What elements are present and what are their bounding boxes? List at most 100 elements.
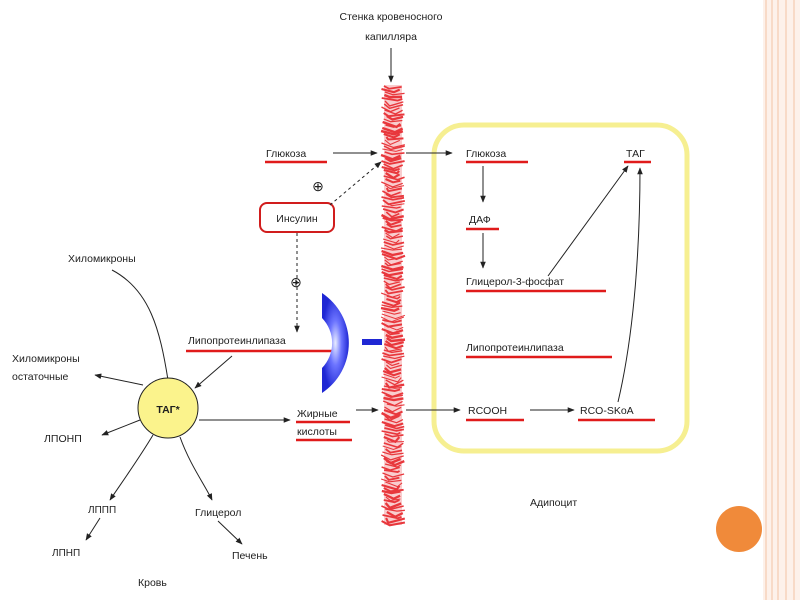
capillary-wall-stroke xyxy=(382,190,401,197)
capillary-wall-stroke xyxy=(381,126,404,134)
dashed-insulin-to-glucose-transport xyxy=(329,161,382,206)
capillary-wall-stroke xyxy=(386,439,404,443)
capillary-wall-stroke xyxy=(380,454,404,461)
capillary-wall-stroke xyxy=(383,280,400,286)
capillary-wall-stroke xyxy=(381,249,404,257)
capillary-wall-stroke xyxy=(386,202,405,207)
capillary-wall-stroke xyxy=(383,442,404,449)
capillary-wall-stroke xyxy=(385,124,402,128)
capillary-wall-stroke xyxy=(384,463,401,468)
capillary-wall-stroke xyxy=(384,228,403,234)
capillary-wall-stroke xyxy=(384,367,402,374)
line-tag-to-glycerol xyxy=(179,436,213,501)
tag-center-circle xyxy=(137,377,199,439)
capillary-wall-stroke xyxy=(380,306,400,313)
capillary-wall-stroke xyxy=(382,514,402,520)
line-tag-to-lppp xyxy=(109,434,154,501)
label-fatty-acids-1: Жирные xyxy=(297,408,338,420)
label-glycerol: Глицерол xyxy=(195,507,241,519)
capillary-wall-stroke xyxy=(383,469,401,473)
capillary-wall-stroke xyxy=(386,459,405,467)
arrow-lpl-to-tag xyxy=(194,355,233,389)
capillary-wall-stroke xyxy=(381,142,406,149)
capillary-wall-stroke xyxy=(383,273,403,281)
label-daf: ДАФ xyxy=(469,214,491,226)
capillary-wall-stroke xyxy=(382,208,404,214)
capillary-wall-stroke xyxy=(384,156,402,163)
capillary-wall-stroke xyxy=(381,160,405,165)
capillary-wall-stroke xyxy=(384,151,405,156)
capillary-wall-stroke xyxy=(383,132,401,139)
capillary-wall-stroke xyxy=(382,238,400,244)
label-tag-center: ТАГ* xyxy=(156,404,180,416)
capillary-wall-stroke xyxy=(385,508,405,512)
capillary-wall-stroke xyxy=(383,385,402,389)
capillary-wall-stroke xyxy=(381,489,401,495)
capillary-wall-stroke xyxy=(383,492,401,501)
line-chylomicrons-to-tag xyxy=(111,269,169,381)
label-glycerol3p: Глицерол-3-фосфат xyxy=(466,276,564,288)
capillary-wall-stroke xyxy=(381,411,402,420)
capillary-wall-stroke xyxy=(382,472,405,478)
capillary-wall-stroke xyxy=(383,175,405,181)
capillary-wall-stroke xyxy=(382,370,402,377)
capillary-wall-stroke xyxy=(384,91,405,96)
capillary-wall-stroke xyxy=(381,304,403,308)
capillary-wall-stroke xyxy=(385,286,405,291)
capillary-wall-stroke xyxy=(382,310,401,315)
label-lpl-left: Липопротеинлипаза xyxy=(188,335,286,347)
capillary-wall-stroke xyxy=(383,487,404,493)
capillary-wall-stroke xyxy=(381,358,402,364)
capillary-wall-stroke xyxy=(385,517,406,525)
label-insulin: Инсулин xyxy=(276,213,318,225)
label-rcooh: RCOOH xyxy=(468,405,507,417)
capillary-wall-stroke xyxy=(385,379,404,386)
capillary-wall-stroke xyxy=(386,403,405,407)
capillary-wall-stroke xyxy=(381,430,401,436)
label-lponp: ЛПОНП xyxy=(44,433,82,445)
capillary-wall-stroke xyxy=(382,451,404,456)
plus-sign-upper: ⊕ xyxy=(312,178,324,194)
capillary-wall-stroke xyxy=(384,184,405,190)
plus-sign-lower: ⊕ xyxy=(290,274,302,290)
capillary-wall xyxy=(380,85,406,527)
capillary-wall-stroke xyxy=(381,301,401,307)
capillary-wall-stroke xyxy=(384,139,400,146)
capillary-wall-stroke xyxy=(384,262,401,267)
capillary-wall-stroke xyxy=(381,87,401,94)
capillary-wall-stroke xyxy=(384,424,405,430)
capillary-wall-stroke xyxy=(386,336,406,343)
capillary-wall-stroke xyxy=(386,115,404,121)
capillary-wall-stroke xyxy=(385,361,400,367)
capillary-wall-stroke xyxy=(383,85,402,90)
capillary-wall-stroke xyxy=(381,166,400,172)
capillary-wall-stroke xyxy=(384,406,402,413)
capillary-wall-stroke xyxy=(385,333,404,339)
arrow-glycerol3p-to-tag xyxy=(547,165,629,277)
capillary-wall-stroke xyxy=(381,376,402,383)
arrow-glycerol-to-liver xyxy=(217,520,243,545)
capillary-wall-stroke xyxy=(385,136,404,141)
capillary-wall-stroke xyxy=(381,181,403,188)
header-line-2: капилляра xyxy=(365,31,417,43)
capillary-wall-stroke xyxy=(383,145,405,151)
capillary-wall-stroke xyxy=(384,340,405,347)
label-lpl-right: Липопротеинлипаза xyxy=(466,342,564,354)
capillary-wall-stroke xyxy=(385,448,403,454)
capillary-wall-stroke xyxy=(383,396,404,402)
capillary-wall-stroke xyxy=(381,97,403,102)
capillary-wall-stroke xyxy=(381,313,406,320)
capillary-wall-stroke xyxy=(383,163,404,170)
capillary-wall-stroke xyxy=(384,343,404,350)
capillary-wall-stroke xyxy=(385,178,401,184)
capillary-wall-stroke xyxy=(385,235,404,240)
capillary-wall-stroke xyxy=(384,256,400,261)
capillary-wall-stroke xyxy=(386,325,404,331)
capillary-wall-stroke xyxy=(384,244,404,250)
capillary-wall-stroke xyxy=(386,511,404,519)
enzyme-anchor-bar xyxy=(362,339,382,345)
capillary-wall-stroke xyxy=(385,187,403,193)
capillary-wall-stroke xyxy=(381,327,404,335)
capillary-wall-stroke xyxy=(384,100,404,107)
capillary-wall-stroke xyxy=(382,352,405,357)
